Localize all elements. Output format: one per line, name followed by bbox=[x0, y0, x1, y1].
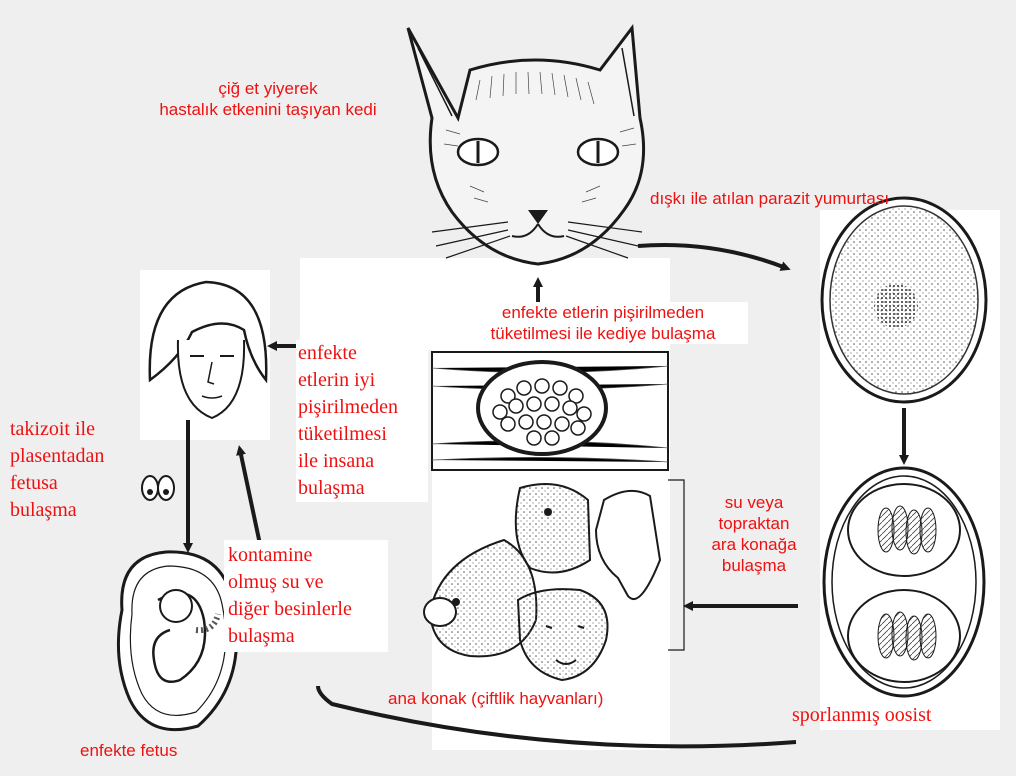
cat-label: çiğ et yiyerek hastalık etkenini taşıyan… bbox=[118, 78, 418, 120]
human-infection-line: ile insana bbox=[298, 448, 426, 475]
cat-infection-label: enfekte etlerin pişirilmeden tüketilmesi… bbox=[458, 302, 748, 344]
human-infection-line: enfekte bbox=[298, 340, 426, 367]
contaminated-line: diğer besinlerle bbox=[228, 596, 384, 623]
human-infection-line: tüketilmesi bbox=[298, 421, 426, 448]
oocyst-label: sporlanmış oosist bbox=[792, 702, 931, 729]
soil-transmission-label: su veya topraktan ara konağa bulaşma bbox=[694, 492, 814, 576]
placenta-line: fetusa bbox=[10, 470, 104, 497]
human-infection-label: enfekte etlerin iyi pişirilmeden tüketil… bbox=[296, 340, 428, 502]
human-infection-line: etlerin iyi bbox=[298, 367, 426, 394]
human-infection-line: pişirilmeden bbox=[298, 394, 426, 421]
soil-line: bulaşma bbox=[694, 555, 814, 576]
feces-label: dışkı ile atılan parazit yumurtası bbox=[650, 188, 889, 209]
contaminated-line: olmuş su ve bbox=[228, 569, 384, 596]
cat-infection-line: tüketilmesi ile kediye bulaşma bbox=[458, 323, 748, 344]
cat-infection-line: enfekte etlerin pişirilmeden bbox=[458, 302, 748, 323]
host-label: ana konak (çiftlik hayvanları) bbox=[388, 688, 603, 709]
soil-line: ara konağa bbox=[694, 534, 814, 555]
contaminated-food-label: kontamine olmuş su ve diğer besinlerle b… bbox=[224, 540, 388, 652]
soil-line: su veya bbox=[694, 492, 814, 513]
contaminated-line: kontamine bbox=[228, 542, 384, 569]
placenta-line: takizoit ile bbox=[10, 416, 104, 443]
cat-label-line: hastalık etkenini taşıyan kedi bbox=[118, 99, 418, 120]
sporulated-oocyst-icon bbox=[824, 468, 984, 696]
fetus-in-womb-icon bbox=[118, 552, 236, 730]
cat-head-icon bbox=[408, 28, 644, 264]
placenta-label: takizoit ile plasentadan fetusa bulaşma bbox=[10, 416, 104, 524]
oocyst-egg-icon bbox=[822, 198, 986, 402]
placenta-line: plasentadan bbox=[10, 443, 104, 470]
placenta-line: bulaşma bbox=[10, 497, 104, 524]
contaminated-line: bulaşma bbox=[228, 623, 384, 650]
human-infection-line: bulaşma bbox=[298, 475, 426, 502]
fetus-label: enfekte fetus bbox=[80, 740, 177, 761]
soil-line: topraktan bbox=[694, 513, 814, 534]
tachyzoite-icon bbox=[142, 476, 174, 500]
muscle-cyst-icon bbox=[432, 352, 668, 470]
cat-label-line: çiğ et yiyerek bbox=[118, 78, 418, 99]
